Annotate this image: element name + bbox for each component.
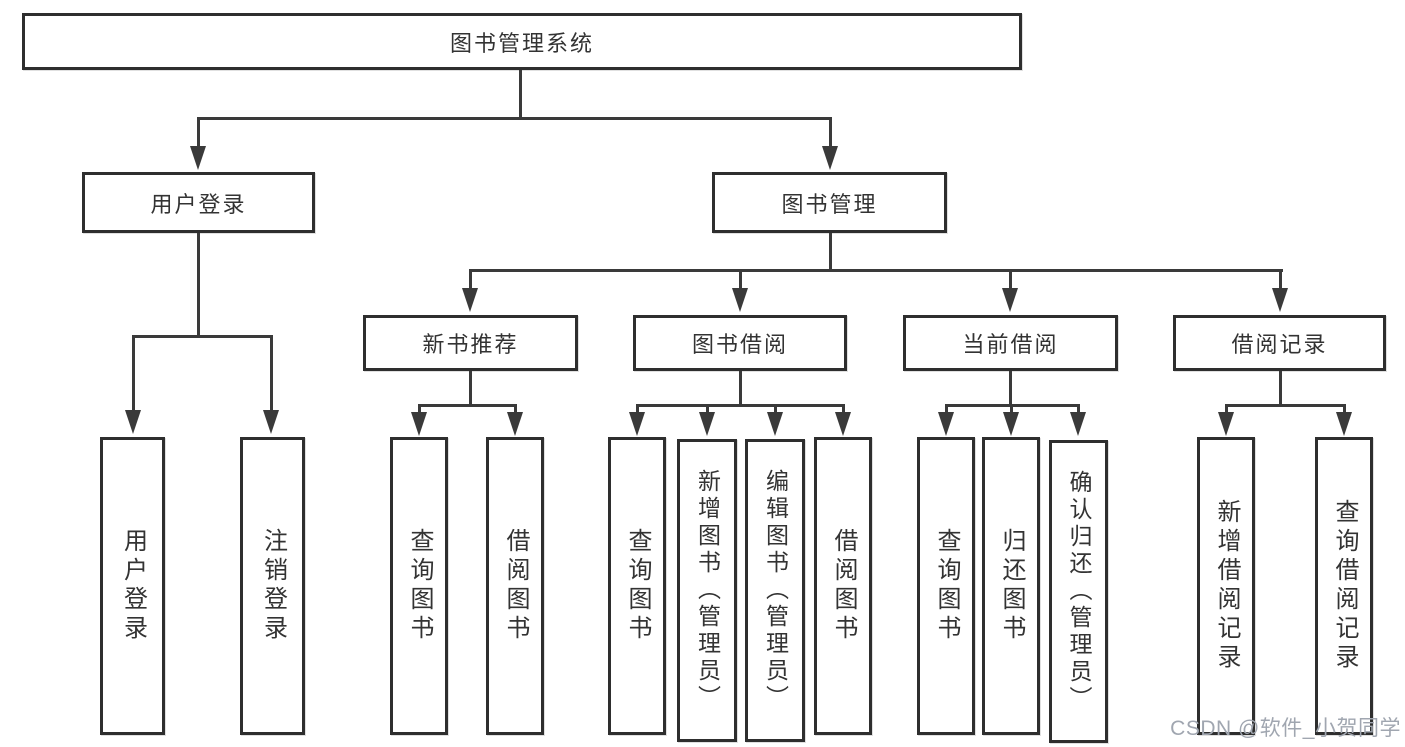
csdn-watermark: CSDN @软件_小贺同学 bbox=[1170, 717, 1401, 740]
node-label: 查询借阅记录 bbox=[1331, 499, 1358, 673]
node-label: 新增借阅记录 bbox=[1213, 499, 1240, 673]
leaf-br-add-record: 新增借阅记录 bbox=[1197, 437, 1255, 735]
leaf-user-login: 用户登录 bbox=[100, 437, 165, 735]
leaf-br-query-record: 查询借阅记录 bbox=[1315, 437, 1373, 735]
arrowhead-down-icon bbox=[822, 146, 838, 170]
connector-rec-horizontal bbox=[418, 404, 517, 407]
connector-records-vertical bbox=[1279, 371, 1282, 406]
node-label: 归还图书 bbox=[998, 528, 1025, 644]
node-new-book-recommendation: 新书推荐 bbox=[363, 315, 578, 371]
connector-root-vertical bbox=[519, 70, 522, 118]
connector-drop-new-book-rec bbox=[469, 269, 472, 289]
connector-drop bbox=[842, 404, 845, 414]
connector-drop bbox=[774, 404, 777, 414]
node-root-library-management-system: 图书管理系统 bbox=[22, 13, 1022, 70]
arrowhead-down-icon bbox=[1003, 412, 1019, 436]
node-label: 用户登录 bbox=[119, 528, 147, 644]
leaf-logout: 注销登录 bbox=[240, 437, 305, 735]
connector-rec-vertical bbox=[469, 371, 472, 406]
arrowhead-down-icon bbox=[125, 410, 141, 434]
node-label: 新增图书（管理员） bbox=[694, 469, 721, 712]
node-label: 编辑图书（管理员） bbox=[762, 469, 789, 712]
node-label: 新书推荐 bbox=[422, 332, 519, 357]
connector-drop-current-borrow bbox=[1009, 269, 1012, 289]
connector-drop-book-borrow bbox=[739, 269, 742, 289]
arrowhead-down-icon bbox=[190, 146, 206, 170]
arrowhead-down-icon bbox=[1336, 412, 1352, 436]
leaf-bb-borrow-books: 借阅图书 bbox=[814, 437, 872, 735]
arrowhead-down-icon bbox=[767, 412, 783, 436]
arrowhead-down-icon bbox=[1272, 288, 1288, 312]
node-label: 借阅图书 bbox=[502, 528, 529, 644]
connector-records-horizontal bbox=[1225, 404, 1346, 407]
connector-drop-book-mgmt bbox=[829, 117, 832, 147]
arrowhead-down-icon bbox=[263, 410, 279, 434]
arrowhead-down-icon bbox=[699, 412, 715, 436]
leaf-cb-confirm-return-admin: 确认归还（管理员） bbox=[1049, 440, 1108, 743]
leaf-cb-return-books: 归还图书 bbox=[982, 437, 1040, 735]
connector-current-vertical bbox=[1009, 371, 1012, 406]
node-user-login: 用户登录 bbox=[82, 172, 315, 233]
leaf-bb-add-books-admin: 新增图书（管理员） bbox=[677, 439, 737, 742]
leaf-bb-edit-books-admin: 编辑图书（管理员） bbox=[745, 439, 805, 742]
node-borrowing-records: 借阅记录 bbox=[1173, 315, 1386, 371]
node-label: 查询图书 bbox=[406, 528, 433, 644]
arrowhead-down-icon bbox=[507, 412, 523, 436]
connector-drop bbox=[636, 404, 639, 414]
node-label: 确认归还（管理员） bbox=[1066, 470, 1092, 713]
node-label: 借阅图书 bbox=[830, 528, 857, 644]
node-label: 查询图书 bbox=[933, 528, 960, 644]
leaf-rec-query-books: 查询图书 bbox=[390, 437, 448, 735]
connector-drop bbox=[1077, 404, 1080, 414]
arrowhead-down-icon bbox=[1002, 288, 1018, 312]
connector-drop-user-login bbox=[197, 117, 200, 147]
node-label: 查询图书 bbox=[624, 528, 651, 644]
connector-drop bbox=[514, 404, 517, 414]
arrowhead-down-icon bbox=[462, 288, 478, 312]
arrowhead-down-icon bbox=[938, 412, 954, 436]
node-label: 图书借阅 bbox=[691, 332, 788, 357]
arrowhead-down-icon bbox=[411, 412, 427, 436]
connector-userlogin-horizontal bbox=[132, 335, 273, 338]
connector-root-horizontal bbox=[197, 117, 832, 120]
connector-drop-leaf-logout bbox=[270, 335, 273, 410]
leaf-rec-borrow-books: 借阅图书 bbox=[486, 437, 544, 735]
connector-userlogin-vertical bbox=[197, 233, 200, 336]
connector-drop bbox=[418, 404, 421, 414]
connector-bookmgmt-horizontal bbox=[469, 269, 1283, 272]
connector-drop bbox=[1225, 404, 1228, 414]
connector-bookmgmt-vertical bbox=[829, 233, 832, 272]
node-label: 当前借阅 bbox=[962, 332, 1059, 357]
connector-drop bbox=[1343, 404, 1346, 414]
arrowhead-down-icon bbox=[732, 288, 748, 312]
node-label: 用户登录 bbox=[150, 191, 247, 217]
arrowhead-down-icon bbox=[1070, 412, 1086, 436]
node-label: 图书管理系统 bbox=[449, 30, 594, 56]
node-label: 图书管理 bbox=[781, 191, 878, 217]
connector-drop bbox=[1010, 404, 1013, 414]
arrowhead-down-icon bbox=[835, 412, 851, 436]
arrowhead-down-icon bbox=[629, 412, 645, 436]
node-label: 注销登录 bbox=[259, 528, 287, 644]
node-current-borrowing: 当前借阅 bbox=[903, 315, 1118, 371]
connector-borrow-horizontal bbox=[636, 404, 845, 407]
connector-borrow-vertical bbox=[739, 371, 742, 406]
connector-drop-leaf-login bbox=[132, 335, 135, 410]
arrowhead-down-icon bbox=[1218, 412, 1234, 436]
connector-drop bbox=[945, 404, 948, 414]
leaf-cb-query-books: 查询图书 bbox=[917, 437, 975, 735]
node-book-borrowing: 图书借阅 bbox=[633, 315, 847, 371]
node-book-management: 图书管理 bbox=[712, 172, 947, 233]
connector-drop bbox=[706, 404, 709, 414]
leaf-bb-query-books: 查询图书 bbox=[608, 437, 666, 735]
node-label: 借阅记录 bbox=[1231, 332, 1328, 357]
connector-drop-borrow-record bbox=[1279, 269, 1282, 289]
